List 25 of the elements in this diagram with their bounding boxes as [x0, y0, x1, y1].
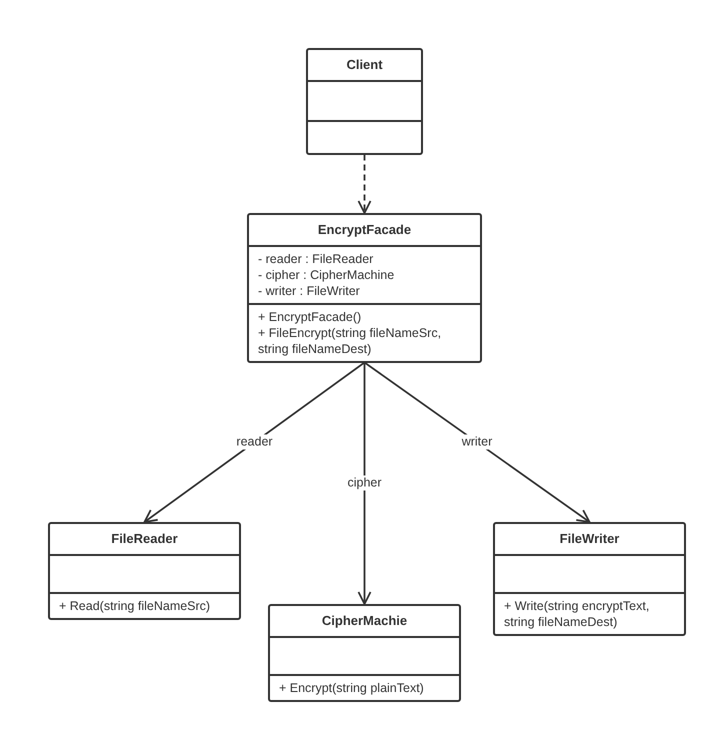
association-arrow	[144, 362, 366, 523]
class-box	[268, 604, 461, 702]
class-box	[306, 48, 423, 154]
class-box	[247, 213, 482, 362]
class-name: Client	[345, 56, 384, 74]
edge-label: writer	[460, 434, 494, 450]
class-name: FileReader	[110, 530, 179, 548]
member-text: + Read(string fileNameSrc)	[59, 598, 212, 614]
association-arrow	[358, 362, 372, 605]
member-text: + Write(string encryptText, string fileNameDest)	[504, 598, 650, 630]
edge-label: reader	[234, 434, 275, 450]
member-text: - reader : FileReader	[258, 250, 374, 266]
member-text: + Encrypt(string plainText)	[279, 680, 425, 696]
dependency-arrow	[358, 154, 372, 214]
member-text: - cipher : CipherMachine	[258, 266, 396, 282]
member-text: + FileEncrypt(string fileNameSrc, string fileNameDest)	[258, 324, 442, 356]
class-box	[493, 522, 686, 636]
edge-label: cipher	[345, 476, 384, 491]
member-text: + EncryptFacade()	[258, 308, 362, 324]
class-box	[48, 522, 241, 620]
class-name: FileWriter	[558, 530, 620, 548]
class-name: EncryptFacade	[316, 221, 412, 239]
association-arrow	[364, 362, 590, 523]
member-text: - writer : FileWriter	[258, 282, 361, 298]
class-name: CipherMachie	[320, 612, 408, 630]
